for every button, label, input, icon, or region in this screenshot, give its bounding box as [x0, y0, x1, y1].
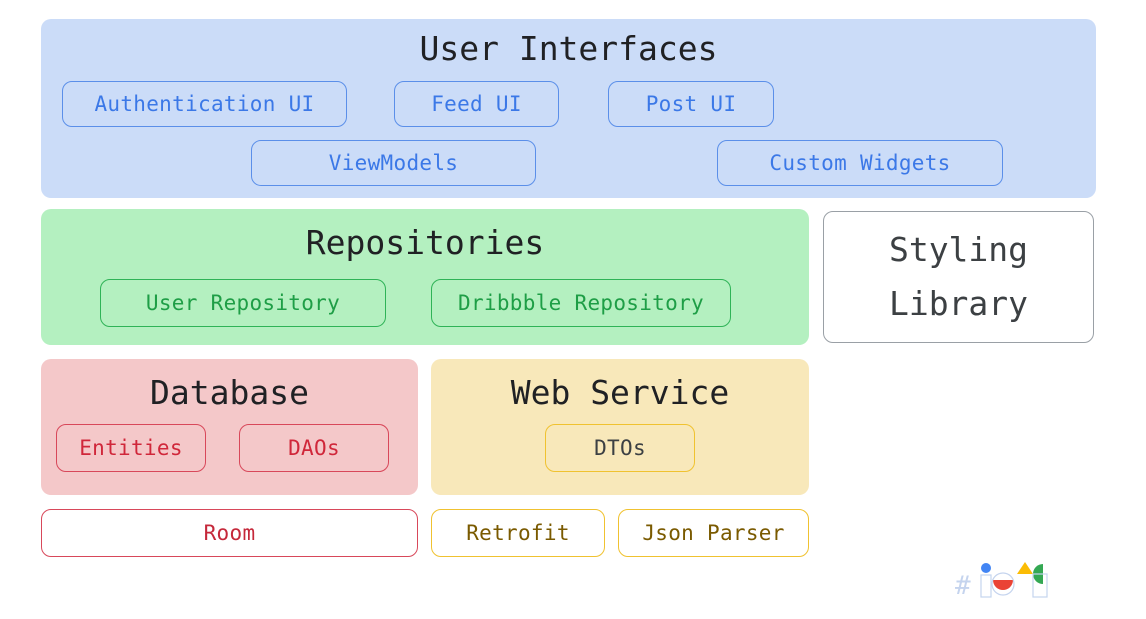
- feed-ui-chip: Feed UI: [394, 81, 559, 127]
- logo-red-half-circle: [993, 580, 1013, 590]
- database-layer: Database Entities DAOs: [41, 359, 418, 495]
- user-interfaces-layer: User Interfaces Authentication UI Feed U…: [41, 19, 1096, 198]
- dtos-chip: DTOs: [545, 424, 695, 472]
- viewmodels-chip: ViewModels: [251, 140, 536, 186]
- logo-outline-circle: [991, 572, 1015, 596]
- logo-blue-dot: [981, 563, 991, 573]
- repositories-title: Repositories: [305, 223, 545, 262]
- authentication-ui-chip: Authentication UI: [62, 81, 347, 127]
- custom-widgets-chip: Custom Widgets: [717, 140, 1003, 186]
- json-parser-library-box: Json Parser: [618, 509, 809, 557]
- web-service-title: Web Service: [510, 373, 730, 412]
- styling-library-line2: Library: [888, 284, 1029, 323]
- entities-chip: Entities: [56, 424, 206, 472]
- database-title: Database: [150, 373, 309, 412]
- logo-outline-bar: [980, 574, 992, 598]
- retrofit-library-box: Retrofit: [431, 509, 605, 557]
- dribbble-repository-chip: Dribbble Repository: [431, 279, 731, 327]
- styling-library-line1: Styling: [888, 230, 1029, 269]
- repositories-layer: Repositories User Repository Dribbble Re…: [41, 209, 809, 345]
- daos-chip: DAOs: [239, 424, 389, 472]
- user-repository-chip: User Repository: [100, 279, 386, 327]
- room-library-box: Room: [41, 509, 418, 557]
- web-service-layer: Web Service DTOs: [431, 359, 809, 495]
- logo-outline-rect: [1032, 573, 1048, 598]
- post-ui-chip: Post UI: [608, 81, 774, 127]
- styling-library-box: Styling Library: [823, 211, 1094, 343]
- logo-hash: #: [955, 571, 971, 600]
- logo-yellow-triangle: [1017, 562, 1033, 574]
- google-io-logo-icon: #: [955, 562, 1048, 600]
- user-interfaces-title: User Interfaces: [419, 29, 718, 68]
